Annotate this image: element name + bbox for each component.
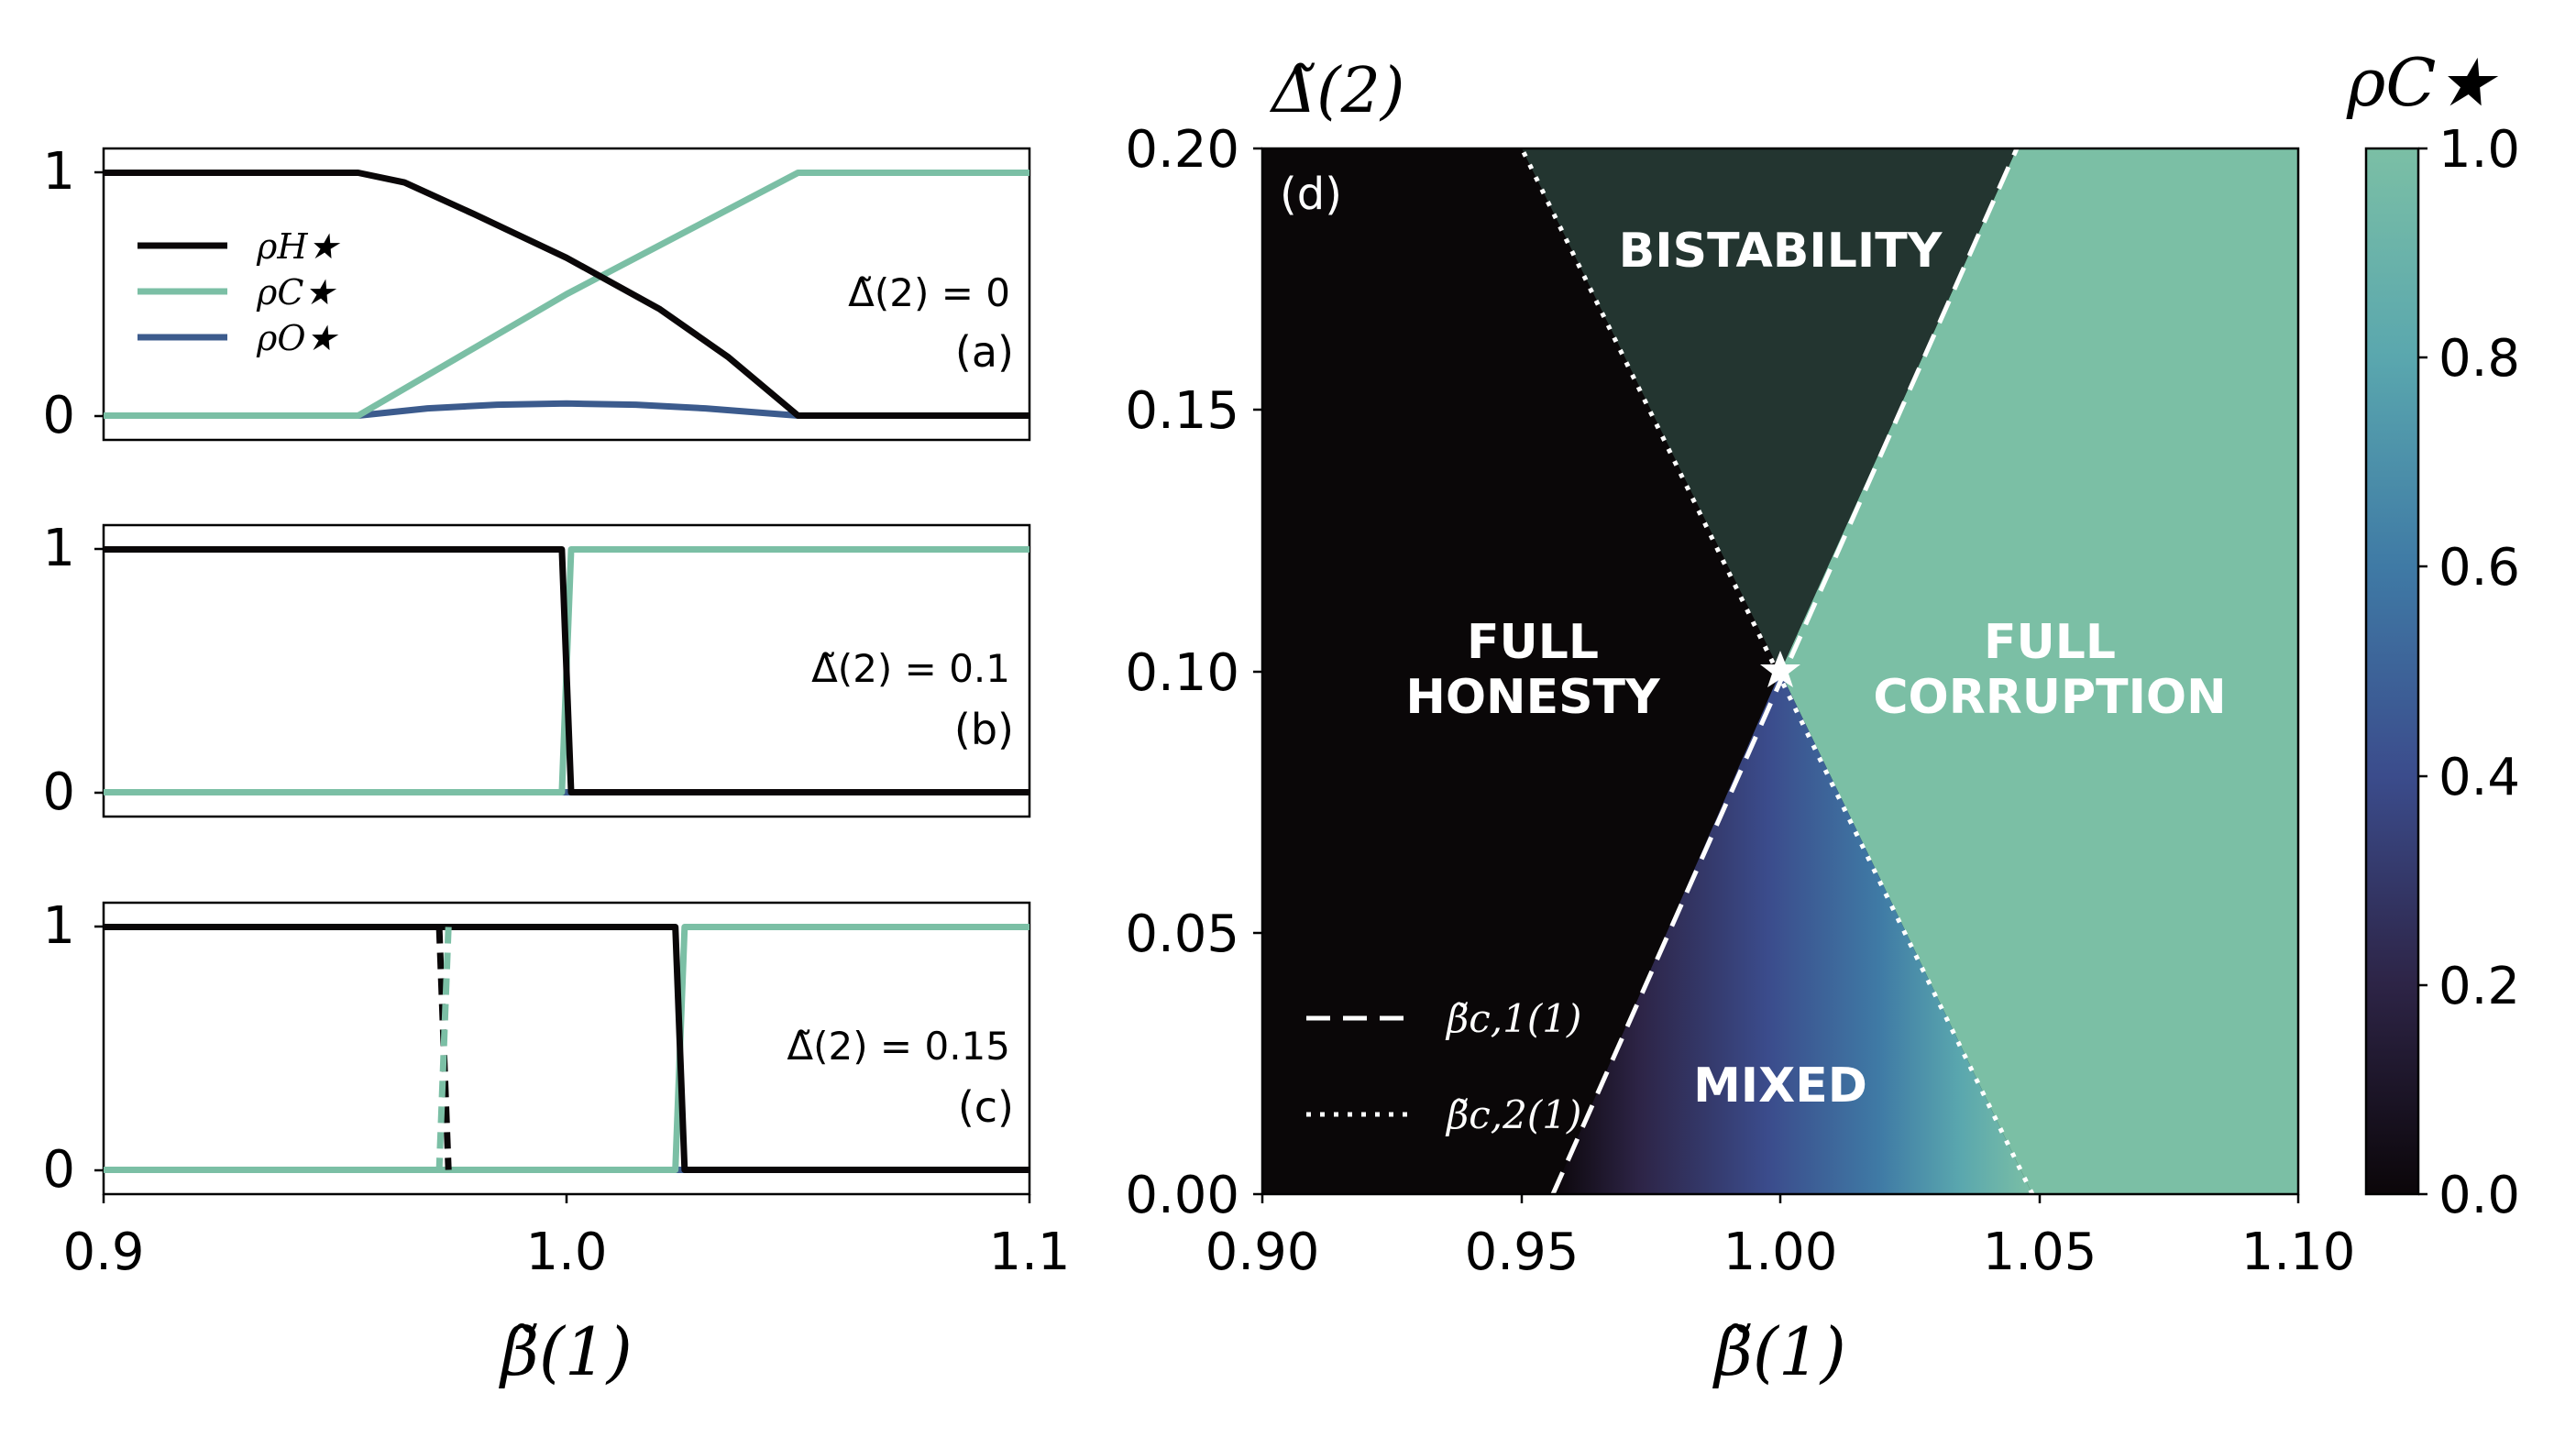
region-label-full-honesty-2: HONESTY [1405, 670, 1661, 725]
panel-d-ytick-label-3: 0.15 [1125, 381, 1239, 441]
panel-d: FULL HONESTY FULL CORRUPTION BISTABILITY… [1125, 55, 2355, 1390]
panel-b-series-0 [104, 546, 1029, 795]
panel-c-ytick-label-1: 1 [42, 896, 75, 956]
panel-b-series [104, 546, 1029, 795]
panel-c-label: (c) [958, 1082, 1014, 1132]
panel-d-y-axis-label: Δ̃(2) [1269, 55, 1404, 127]
panel-d-legend: β̃c,1(1) β̃c,2(1) [1306, 996, 1581, 1137]
region-label-full-corruption-2: CORRUPTION [1873, 670, 2226, 725]
panel-d-ytick-label-4: 0.20 [1125, 120, 1239, 180]
panel-d-y-axis: 0.00 0.05 0.10 0.15 0.20 Δ̃(2) [1125, 55, 1404, 1225]
legend-label-rho-o: ρO★ [256, 318, 338, 358]
panel-b: 1 0 Δ̃(2) = 0.1 (b) [42, 519, 1031, 822]
panel-c-xtick-label-0: 0.9 [62, 1223, 144, 1282]
panel-d-label: (d) [1280, 169, 1342, 220]
panel-d-xtick-label-3: 1.05 [1983, 1223, 2097, 1282]
panel-a-series [104, 170, 1029, 419]
region-label-mixed: MIXED [1693, 1059, 1867, 1113]
panel-d-xtick-label-1: 0.95 [1465, 1223, 1580, 1282]
panel-c-xtick-label-2: 1.1 [988, 1223, 1070, 1282]
panel-a: 1 0 Δ̃(2) = 0 (a) ρH★ ρC★ ρO★ [42, 142, 1031, 445]
panel-c-series-4 [435, 927, 452, 1170]
panel-a-series-2 [104, 400, 1029, 419]
panel-c: 1 0 Δ̃(2) = 0.15 (c) 0.9 1.0 1.1 β̃(1) [42, 896, 1070, 1390]
region-label-full-honesty-1: FULL [1467, 615, 1599, 670]
panel-d-ytick-label-2: 0.10 [1125, 643, 1239, 703]
colorbar-label: ρC★ [2346, 44, 2498, 121]
panel-c-series-3 [435, 927, 452, 1170]
panel-b-param-label: Δ̃(2) = 0.1 [811, 646, 1010, 691]
panel-d-ytick-label-0: 0.00 [1125, 1166, 1239, 1225]
left-x-axis-label: β̃(1) [498, 1313, 633, 1390]
panel-b-frame [102, 523, 1031, 818]
colorbar-tick-label-5: 1.0 [2438, 120, 2520, 180]
panel-b-ytick-label-0: 0 [42, 762, 75, 822]
panel-d-xtick-label-2: 1.00 [1723, 1223, 1838, 1282]
legend-label-beta-c1: β̃c,1(1) [1445, 996, 1581, 1041]
panel-d-x-axis: 0.90 0.95 1.00 1.05 1.10 β̃(1) [1205, 1194, 2356, 1390]
panel-c-series [104, 924, 1029, 1173]
panel-b-ytick-label-1: 1 [42, 519, 75, 578]
panel-a-series-0 [104, 170, 1029, 419]
panel-c-xtick-label-1: 1.0 [525, 1223, 607, 1282]
panel-a-legend: ρH★ ρC★ ρO★ [138, 226, 340, 358]
panel-a-ytick-label-1: 1 [42, 142, 75, 202]
region-label-full-corruption-1: FULL [1984, 615, 2116, 670]
legend-label-rho-h: ρH★ [256, 226, 340, 267]
colorbar-tick-label-4: 0.8 [2438, 329, 2520, 389]
panel-c-ytick-label-0: 0 [42, 1140, 75, 1200]
panel-b-label: (b) [954, 705, 1014, 754]
colorbar-gradient [2364, 147, 2420, 1196]
colorbar: 0.0 0.2 0.4 0.6 0.8 1.0 ρC★ [2346, 44, 2520, 1225]
colorbar-tick-label-2: 0.4 [2438, 748, 2520, 807]
legend-label-beta-c2: β̃c,2(1) [1445, 1092, 1581, 1137]
panel-c-param-label: Δ̃(2) = 0.15 [787, 1024, 1010, 1069]
region-label-bistability: BISTABILITY [1619, 224, 1943, 279]
panel-a-frame [102, 147, 1031, 442]
panel-d-ytick-label-1: 0.05 [1125, 905, 1239, 964]
panel-a-param-label: Δ̃(2) = 0 [848, 270, 1010, 315]
panel-d-xtick-label-0: 0.90 [1205, 1223, 1320, 1282]
panel-d-x-axis-label: β̃(1) [1712, 1313, 1846, 1390]
panel-d-xtick-label-4: 1.10 [2241, 1223, 2356, 1282]
panel-c-series-0 [104, 924, 1029, 1173]
panel-a-ytick-label-0: 0 [42, 386, 75, 445]
colorbar-tick-label-3: 0.6 [2438, 538, 2520, 598]
legend-label-rho-c: ρC★ [256, 272, 336, 313]
panel-a-label: (a) [955, 327, 1014, 377]
critical-point-star [1760, 651, 1800, 687]
colorbar-tick-label-1: 0.2 [2438, 957, 2520, 1016]
panel-a-series-1 [104, 170, 1029, 419]
colorbar-tick-label-0: 0.0 [2438, 1166, 2520, 1225]
region-bistability [1522, 148, 2017, 672]
region-full-corruption [1780, 148, 2298, 1194]
region-mixed [1553, 672, 2032, 1194]
